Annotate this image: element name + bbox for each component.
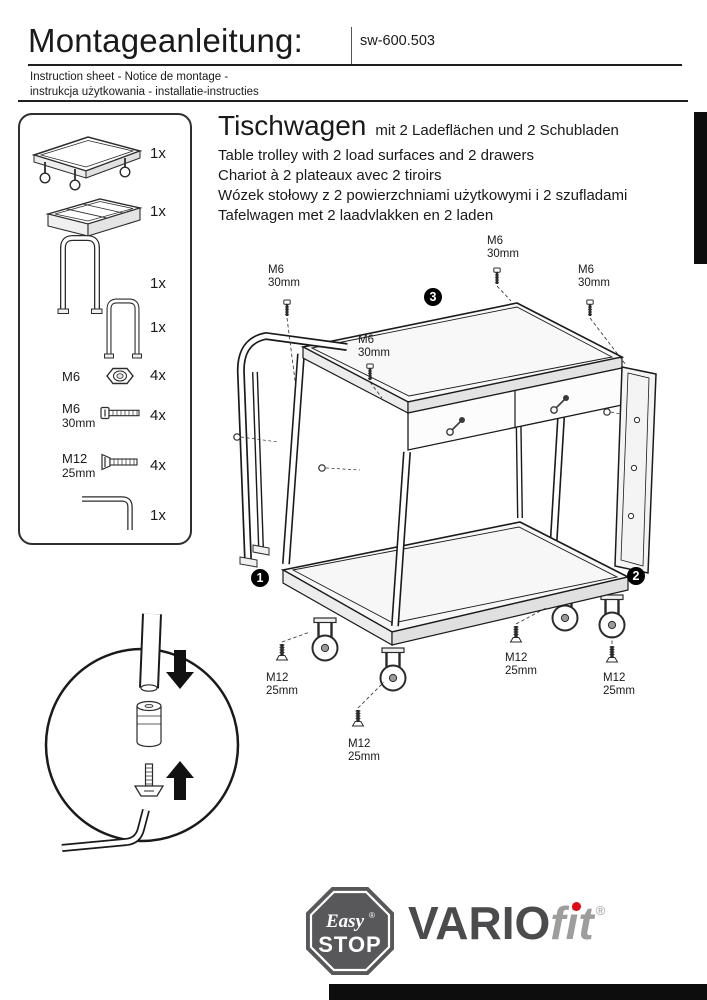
detail-expander-insert bbox=[136, 700, 162, 748]
m12-screw-size: 25mm bbox=[62, 466, 96, 480]
callout-m12-right: M12 25mm bbox=[603, 672, 635, 697]
arrow-down-icon bbox=[166, 650, 194, 689]
m12-screw-label: M12 bbox=[62, 451, 88, 466]
m12-screw-icon bbox=[101, 453, 138, 471]
callout-m12-left: M12 25mm bbox=[266, 672, 298, 697]
page-edge-marker-right bbox=[694, 112, 707, 264]
nut-qty: 4x bbox=[150, 367, 166, 384]
exploded-view-diagram bbox=[233, 266, 657, 728]
title-divider bbox=[351, 27, 352, 65]
subtitle-line2: instrukcja użytkowania - installatie-ins… bbox=[30, 86, 259, 98]
product-title-en: Table trolley with 2 load surfaces and 2… bbox=[218, 147, 534, 164]
drawer-qty: 1x bbox=[150, 203, 166, 220]
vario-text: VARIO bbox=[408, 897, 551, 949]
bow-handle-qty: 1x bbox=[150, 275, 166, 292]
product-title-fr: Chariot à 2 plateaux avec 2 tiroirs bbox=[218, 167, 442, 184]
callout-m6-left-size: 30mm bbox=[268, 277, 300, 289]
product-title-pl: Wózek stołowy z 2 powierzchniami użytkow… bbox=[218, 187, 628, 204]
detail-allen-key bbox=[61, 808, 150, 852]
m6-screw-qty: 4x bbox=[150, 407, 166, 424]
detail-screw bbox=[133, 763, 165, 797]
drawer-key-right bbox=[550, 406, 558, 414]
parts-list-box: 1x 1x 1x 1x M6 4x M bbox=[18, 113, 192, 545]
lower-shelf bbox=[280, 521, 631, 647]
leg-assembly-detail bbox=[44, 613, 240, 852]
detail-leg-tube bbox=[139, 613, 162, 692]
m6-screw-size: 30mm bbox=[62, 416, 96, 430]
m6-screw-label: M6 bbox=[62, 401, 81, 416]
tabletop bbox=[300, 302, 625, 414]
callout-m6-right: M6 30mm bbox=[578, 264, 610, 289]
product-variant: mit 2 Ladeflächen und 2 Schubladen bbox=[375, 122, 619, 139]
stop-sign-octagon bbox=[306, 887, 394, 975]
callout-m12-mid: M12 25mm bbox=[505, 652, 537, 677]
handle-bow bbox=[236, 331, 348, 568]
step-badge-1: 1 bbox=[251, 569, 269, 587]
push-handle-qty: 1x bbox=[150, 319, 166, 336]
fit-text-wrap: fit bbox=[550, 896, 593, 950]
callout-m6-top: M6 30mm bbox=[487, 235, 519, 260]
allen-key-qty: 1x bbox=[150, 507, 166, 524]
hex-nut-icon bbox=[106, 367, 134, 385]
easy-reg-mark: ® bbox=[369, 911, 375, 920]
front-leg bbox=[391, 451, 411, 627]
platform-qty: 1x bbox=[150, 145, 166, 162]
drawer-icon bbox=[45, 198, 143, 237]
page-edge-marker-bottom bbox=[329, 984, 707, 1000]
arrow-up-icon bbox=[166, 761, 194, 800]
subtitle-line1: Instruction sheet - Notice de montage - bbox=[30, 71, 229, 83]
step-badge-3: 3 bbox=[424, 288, 442, 306]
fit-i-red-dot bbox=[572, 902, 582, 911]
push-handle-icon bbox=[104, 298, 142, 359]
fit-text: fit bbox=[550, 897, 594, 949]
small-bolts bbox=[233, 408, 621, 472]
sku-code: sw-600.503 bbox=[360, 33, 435, 49]
header-rule-top bbox=[28, 64, 682, 66]
callout-m6-left-label: M6 bbox=[268, 264, 284, 276]
variofit-logo: VARIOfit® bbox=[408, 896, 605, 950]
stop-text: STOP bbox=[318, 932, 382, 957]
nut-label: M6 bbox=[62, 369, 81, 384]
platform-icon bbox=[31, 136, 143, 191]
step-badge-2: 2 bbox=[627, 567, 645, 585]
product-name: Tischwagen bbox=[218, 110, 367, 141]
bow-handle-icon bbox=[57, 235, 103, 314]
m12-screw-qty: 4x bbox=[150, 457, 166, 474]
m6-screw-icon bbox=[100, 406, 140, 420]
page-title: Montageanleitung: bbox=[28, 22, 303, 59]
drawer-key-left bbox=[446, 428, 454, 436]
callout-m12-front: M12 25mm bbox=[348, 738, 380, 763]
easy-stop-logo: Easy ® STOP bbox=[306, 887, 394, 975]
callout-m6-mid: M6 30mm bbox=[358, 334, 390, 359]
header-rule-bottom bbox=[18, 100, 688, 102]
m12-screws bbox=[274, 607, 620, 728]
allen-key-icon bbox=[82, 496, 133, 530]
variofit-reg-mark: ® bbox=[595, 903, 606, 918]
easy-text: Easy bbox=[325, 911, 365, 932]
callout-m6-left: M6 30mm bbox=[268, 264, 300, 290]
product-title-nl: Tafelwagen met 2 laadvlakken en 2 laden bbox=[218, 207, 494, 224]
side-upright bbox=[614, 366, 657, 574]
product-title: Tischwagen mit 2 Ladeflächen und 2 Schubl… bbox=[218, 110, 619, 142]
